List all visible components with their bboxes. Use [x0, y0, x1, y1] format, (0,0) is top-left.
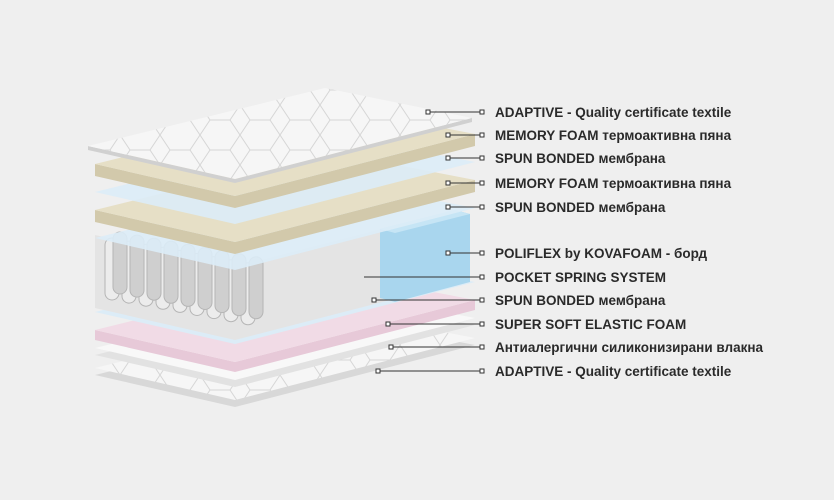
label-top-textile: ADAPTIVE - Quality certificate textile — [495, 105, 732, 120]
layer-poliflex-border — [380, 210, 470, 302]
label-spun-bonded-1: SPUN BONDED мембрана — [495, 151, 666, 166]
label-pocket-spring: POCKET SPRING SYSTEM — [495, 270, 666, 285]
label-poliflex: POLIFLEX by KOVAFOAM - борд — [495, 246, 707, 261]
layer-top-textile — [88, 88, 472, 183]
layer-labels: ADAPTIVE - Quality certificate textile M… — [495, 105, 763, 379]
label-spun-bonded-3: SPUN BONDED мембрана — [495, 293, 666, 308]
label-memory-foam-1: MEMORY FOAM термоактивна пяна — [495, 128, 732, 143]
label-fibers: Антиалергични силиконизирани влакна — [495, 340, 763, 355]
leader-lines — [364, 109, 485, 374]
layer-pocket-spring-system — [95, 227, 390, 340]
label-soft-foam: SUPER SOFT ELASTIC FOAM — [495, 317, 686, 332]
label-bottom-textile: ADAPTIVE - Quality certificate textile — [495, 364, 732, 379]
spring-coil — [248, 256, 264, 320]
label-spun-bonded-2: SPUN BONDED мембрана — [495, 200, 666, 215]
pocket-springs — [104, 231, 264, 326]
label-memory-foam-2: MEMORY FOAM термоактивна пяна — [495, 176, 732, 191]
